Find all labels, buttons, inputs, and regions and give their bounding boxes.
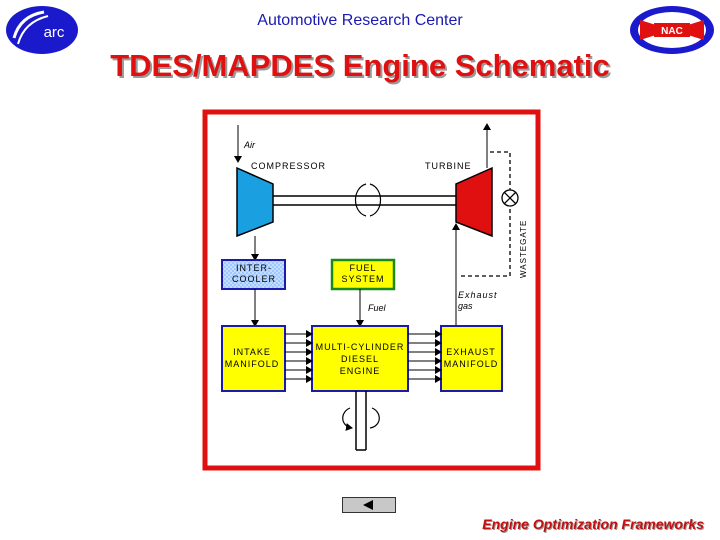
exhaust-manifold-label-1: EXHAUST [446,347,496,357]
engine-label-3: ENGINE [340,366,381,376]
intercooler-label-1: INTER- [236,263,272,273]
crank-rotation-left [342,407,353,431]
engine-to-exhaust-flows [408,330,442,383]
fuel-system-box [330,258,396,291]
turbine [455,166,493,238]
exhaust-gas-label-2: gas [458,301,473,311]
compressor-label: COMPRESSOR [251,161,326,171]
intercooler-box [221,259,286,290]
page-title: TDES/MAPDES Engine Schematic [110,48,610,83]
shaft-rotation-right [369,183,382,217]
engine-box [311,325,409,392]
arc-logo-text: arc [44,24,65,41]
shaft-rotation-left [354,183,367,217]
fuel-system-label-1: FUEL [349,263,376,273]
intake-manifold-box [221,325,286,392]
arc-logo: arc [6,6,78,54]
air-label: Air [243,140,256,150]
wastegate-line [458,151,511,277]
intake-manifold-label-2: MANIFOLD [225,359,280,369]
compressor [236,166,274,238]
center-name: Automotive Research Center [257,12,463,29]
crank-rotation-right [369,407,380,429]
intercooler-label-2: COOLER [232,274,276,284]
intake-to-engine-flows [285,330,313,383]
fuel-label: Fuel [368,303,387,313]
engine-label-2: DIESEL [341,354,379,364]
turbine-label: TURBINE [425,161,472,171]
engine-label-1: MULTI-CYLINDER [316,342,405,352]
wastegate-label: WASTEGATE [519,220,528,278]
fuel-system-label-2: SYSTEM [341,274,384,284]
nac-logo-text: NAC [661,26,683,37]
back-button[interactable] [342,497,396,513]
exhaust-gas-label-1: Exhaust [458,290,498,300]
back-arrow-icon [363,500,373,510]
exhaust-manifold-label-2: MANIFOLD [444,359,499,369]
nac-logo: NAC [630,6,714,54]
intake-manifold-label-1: INTAKE [233,347,271,357]
footer-text: Engine Optimization Frameworks [482,516,704,532]
